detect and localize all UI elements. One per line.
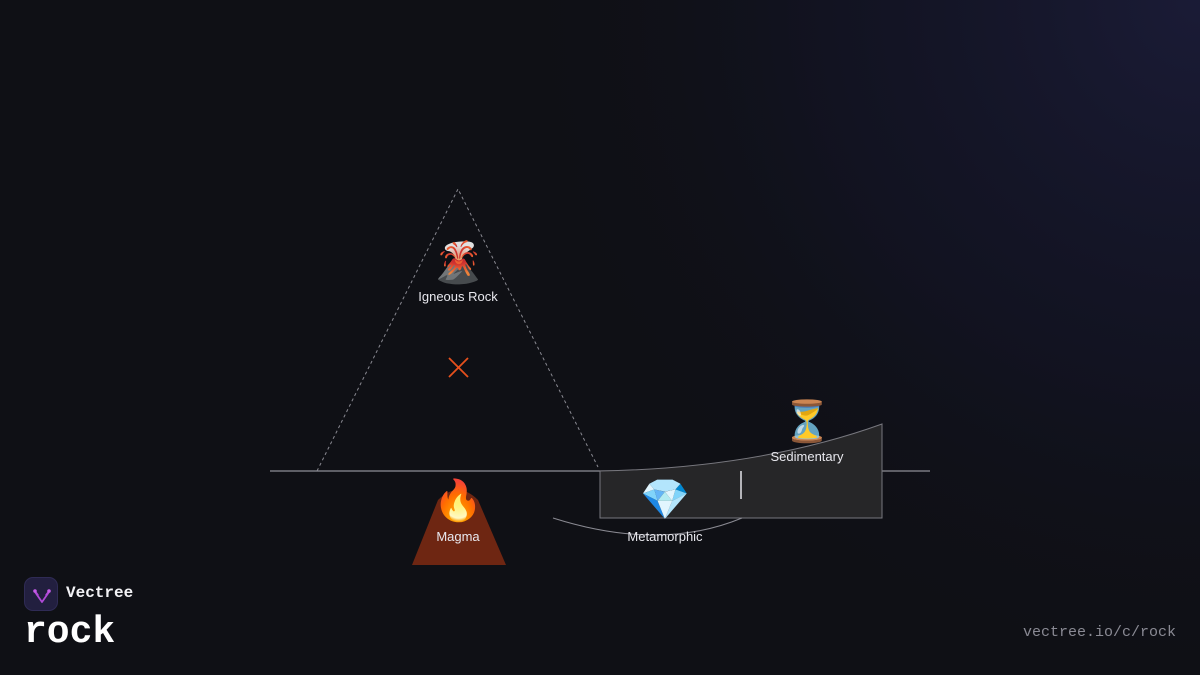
hourglass-icon: ⏳ [782,398,832,445]
sedimentary-label: Sedimentary [771,449,844,464]
brand-block: Vectree rock [24,577,264,657]
page-url-link[interactable]: vectree.io/c/rock [1022,624,1176,641]
page-title: rock [24,611,116,654]
node-metamorphic: 💎 Metamorphic [627,477,703,544]
cross-marker [448,357,469,378]
igneous-label: Igneous Rock [418,289,498,304]
volcano-icon: 🌋 [433,239,483,286]
metamorphic-arc [552,517,743,536]
mountain-outline [316,187,599,472]
node-magma: 🔥 Magma [433,477,483,544]
magma-mound [412,490,506,565]
gem-icon: 💎 [640,477,690,523]
metamorphic-label: Metamorphic [627,529,703,544]
vectree-logo-icon[interactable] [24,577,58,611]
node-sedimentary: ⏳ Sedimentary [771,398,844,464]
fire-icon: 🔥 [433,477,483,524]
magma-label: Magma [436,529,480,544]
brand-name: Vectree [66,584,134,602]
node-igneous: 🌋 Igneous Rock [418,239,498,304]
